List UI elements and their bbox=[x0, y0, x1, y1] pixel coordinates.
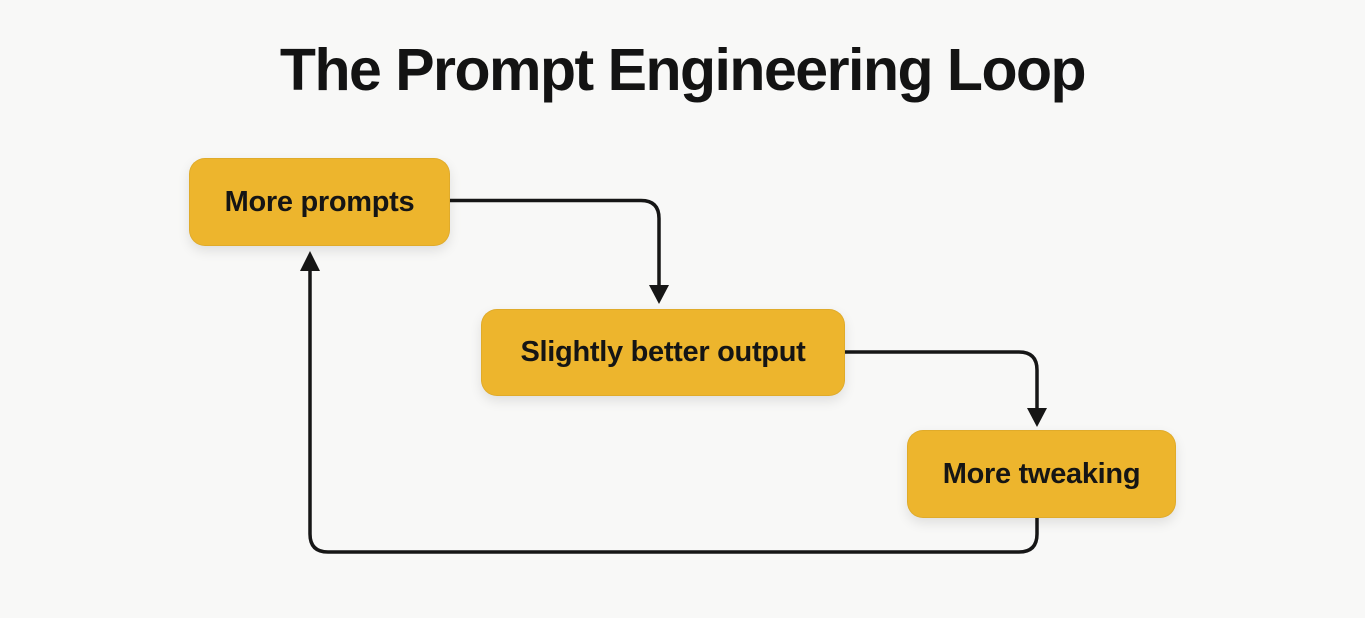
node-more-prompts-label: More prompts bbox=[224, 185, 415, 218]
edge-1-arrowhead-icon bbox=[649, 285, 669, 304]
edge-2-line bbox=[845, 350, 1039, 410]
edge-more-prompts-to-slightly-better-output bbox=[450, 198, 669, 304]
node-more-prompts: More prompts bbox=[189, 158, 450, 246]
edge-1-line bbox=[450, 198, 661, 287]
node-slightly-better-output-label: Slightly better output bbox=[520, 336, 806, 368]
edge-slightly-better-output-to-more-tweaking bbox=[845, 350, 1047, 427]
node-more-tweaking: More tweaking bbox=[907, 430, 1176, 518]
page-title: The Prompt Engineering Loop bbox=[279, 37, 1087, 103]
node-more-tweaking-label: More tweaking bbox=[942, 457, 1141, 490]
node-slightly-better-output: Slightly better output bbox=[481, 309, 845, 396]
edge-2-arrowhead-icon bbox=[1027, 408, 1047, 427]
edge-3-arrowhead-icon bbox=[300, 251, 320, 271]
